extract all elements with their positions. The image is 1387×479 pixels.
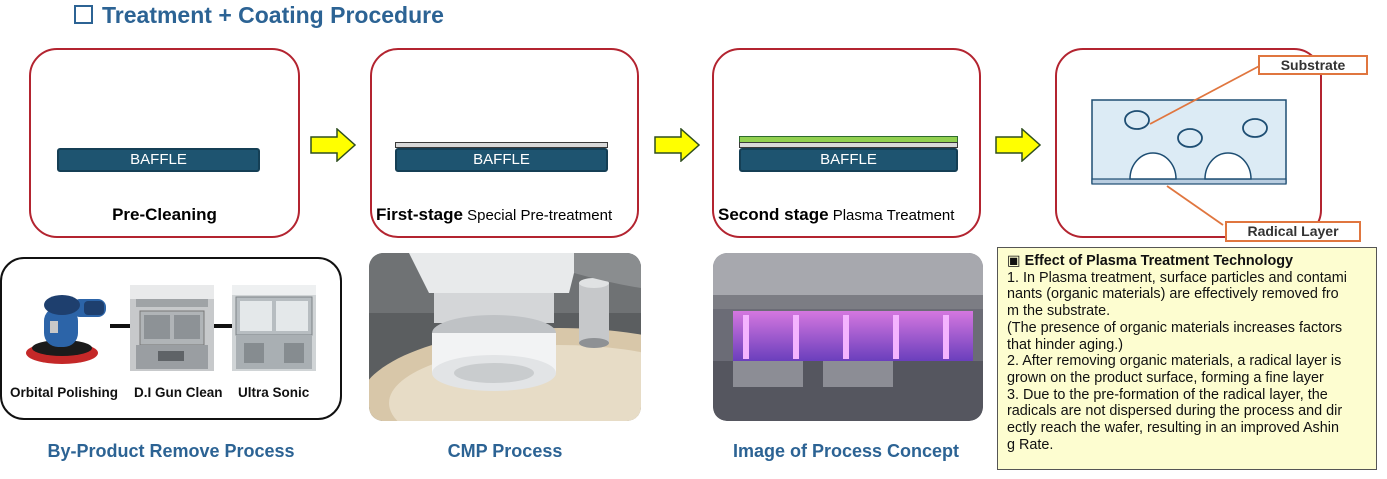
note-line: 2. After removing organic materials, a r…	[1007, 353, 1342, 370]
note-line: m the substrate.	[1007, 303, 1111, 320]
note-line: ectly reach the wafer, resulting in an i…	[1007, 420, 1339, 437]
arrow-right-icon	[310, 128, 356, 162]
radical-layer-label: Radical Layer	[1225, 221, 1361, 242]
step-label: Pre-Cleaning	[112, 205, 217, 224]
step-card-first-stage: BAFFLE First-stage Special Pre-treatment	[370, 48, 639, 238]
note-line: radicals are not dispersed during the pr…	[1007, 403, 1343, 420]
plasma-effect-note: ▣ Effect of Plasma Treatment Technology …	[997, 247, 1377, 470]
connector-line	[108, 324, 130, 328]
baffle-bar: BAFFLE	[395, 148, 608, 172]
tools-panel: Orbital Polishing D.I Gun Clean Ultra So…	[0, 257, 342, 420]
note-line: g Rate.	[1007, 436, 1054, 453]
note-heading: ▣ Effect of Plasma Treatment Technology	[1007, 253, 1294, 269]
tool-label-ultrasonic: Ultra Sonic	[238, 385, 310, 400]
step-card-second-stage: BAFFLE Second stage Plasma Treatment	[712, 48, 981, 238]
arrow-right-icon	[654, 128, 700, 162]
step-card-pre-cleaning: BAFFLE Pre-Cleaning	[29, 48, 300, 238]
step-label: Second stage Plasma Treatment	[718, 205, 955, 224]
baffle-bar: BAFFLE	[57, 148, 260, 172]
tool-label-di-gun: D.I Gun Clean	[134, 385, 223, 400]
note-line: 3. Due to the pre-formation of the radic…	[1007, 386, 1328, 403]
note-line: (The presence of organic materials incre…	[1007, 319, 1343, 336]
square-bullet-icon: ▣	[1007, 253, 1021, 269]
page-title: Treatment + Coating Procedure	[74, 2, 444, 29]
caption-cmp: CMP Process	[447, 441, 563, 461]
caption-process-concept: Image of Process Concept	[732, 441, 960, 461]
baffle-bar: BAFFLE	[739, 148, 958, 172]
note-line: 1. In Plasma treatment, surface particle…	[1007, 269, 1347, 286]
note-line: that hinder aging.)	[1007, 336, 1124, 353]
ultra-sonic-image	[232, 285, 316, 371]
checkbox-square-icon	[74, 5, 93, 24]
note-line: grown on the product surface, forming a …	[1007, 369, 1324, 386]
cmp-process-photo	[369, 253, 641, 421]
substrate-diagram	[1091, 62, 1287, 226]
connector-line	[214, 324, 232, 328]
arrow-right-icon	[995, 128, 1041, 162]
plasma-process-photo	[713, 253, 983, 421]
step-label: First-stage Special Pre-treatment	[376, 205, 613, 224]
caption-by-product: By-Product Remove Process	[47, 441, 295, 461]
note-line: nants (organic materials) are effectivel…	[1007, 286, 1339, 303]
substrate-label: Substrate	[1258, 55, 1368, 75]
tool-label-orbital: Orbital Polishing	[10, 385, 119, 400]
di-gun-clean-image	[130, 285, 214, 371]
orbital-polisher-image	[24, 285, 110, 371]
pretreatment-layer	[739, 142, 958, 148]
pretreatment-layer	[395, 142, 608, 148]
